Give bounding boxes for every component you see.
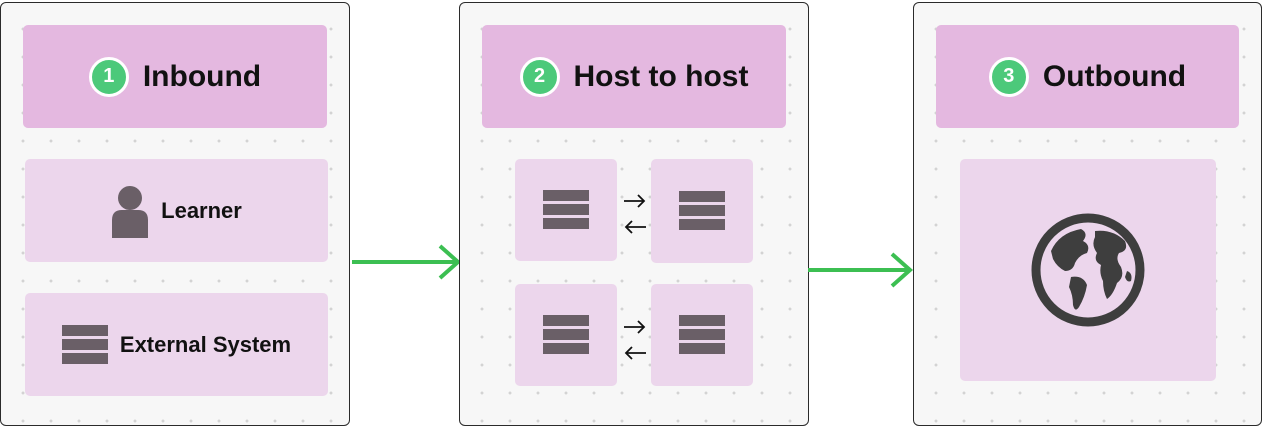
panel-title: Host to host (573, 59, 749, 93)
panel-title: Outbound (1042, 59, 1187, 93)
step-badge: 2 (519, 56, 560, 97)
flow-arrow-1 (352, 244, 462, 280)
exchange-arrows-icon (624, 194, 646, 234)
step-badge: 3 (988, 56, 1029, 97)
external-system-label: External System (119, 331, 292, 357)
learner-card: Learner (25, 159, 328, 262)
outbound-header: 3 Outbound (936, 25, 1239, 128)
outbound-card (960, 159, 1216, 381)
server-icon (61, 324, 108, 364)
host-card-top-right (651, 159, 753, 263)
server-icon (679, 191, 725, 230)
globe-icon (1031, 213, 1145, 327)
external-system-card: External System (25, 293, 328, 396)
host-to-host-header: 2 Host to host (482, 25, 786, 128)
person-icon (112, 185, 149, 238)
host-card-top-left (515, 159, 617, 261)
panel-title: Inbound (142, 59, 262, 93)
flow-arrow-2 (808, 252, 914, 288)
server-icon (679, 315, 725, 354)
host-card-bottom-left (515, 284, 617, 386)
learner-label: Learner (161, 197, 242, 223)
inbound-panel: 1 Inbound Learner External System (0, 2, 350, 426)
inbound-header: 1 Inbound (23, 25, 327, 128)
server-icon (543, 315, 589, 354)
server-icon (543, 190, 589, 229)
exchange-arrows-icon (624, 320, 646, 360)
outbound-panel: 3 Outbound (913, 2, 1262, 426)
host-card-bottom-right (651, 284, 753, 386)
step-badge: 1 (88, 56, 129, 97)
host-to-host-panel: 2 Host to host (459, 2, 809, 426)
